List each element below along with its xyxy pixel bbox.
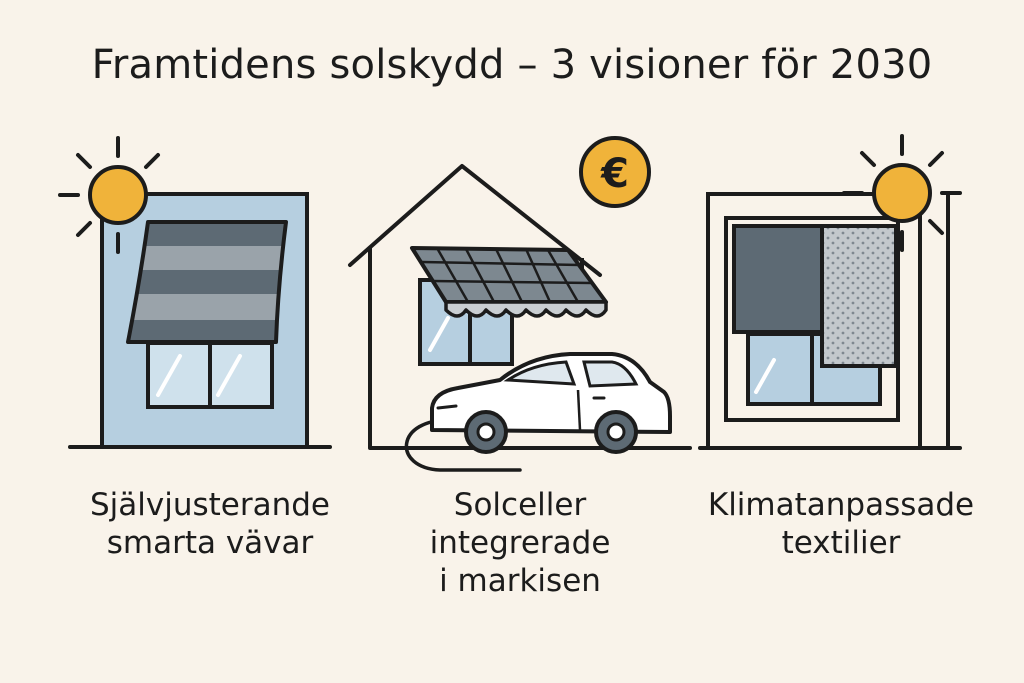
sun-icon [58,136,160,254]
vision-caption-climate-textiles: Klimatanpassade textilier [707,487,975,561]
solar-awning-house-car-icon: € [348,136,692,472]
svg-text:€: € [600,151,629,197]
vision-caption-smart-fabrics: Självjusterande smarta vävar [89,487,331,561]
vision-caption-solar-awning: Solceller integrerade i markisen [429,487,611,599]
climate-textile-window-icon [698,134,962,450]
car-wheels [464,410,638,454]
smart-awning-window-icon [58,136,332,449]
page-title: Framtidens solskydd – 3 visioner för 203… [91,42,933,88]
sun-icon [842,134,962,252]
euro-coin-icon: € [579,136,651,208]
